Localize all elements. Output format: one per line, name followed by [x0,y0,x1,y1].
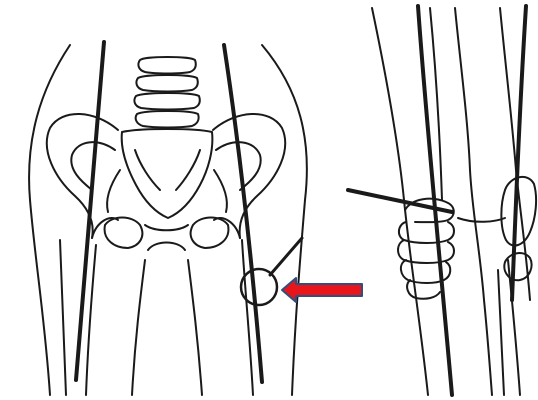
fibula [498,270,504,395]
sacrum-inner-right [176,150,200,190]
pubic-symphysis [145,225,188,230]
left-outer-thigh [60,240,66,395]
right-body-contour [262,45,307,395]
right-obturator-foramen [191,218,229,249]
left-arrow-icon [282,278,362,302]
leg-front-contour [455,8,492,395]
right-inner-thigh [188,260,202,395]
diagonal-pointer-line [270,238,302,275]
pelvis-front-view [29,45,307,395]
left-femur-shaft [86,245,96,395]
left-inner-thigh [132,260,145,395]
pubic-arch [148,243,185,251]
sacrum [122,129,213,218]
knee-joint-line [458,218,505,222]
right-panel-rods [348,6,526,395]
sacrum-inner-left [135,150,160,190]
pelvic-brim-left [107,170,120,212]
lumbar-vertebrae [134,57,199,128]
left-obturator-foramen [105,218,143,249]
pelvic-brim-right [214,170,227,212]
